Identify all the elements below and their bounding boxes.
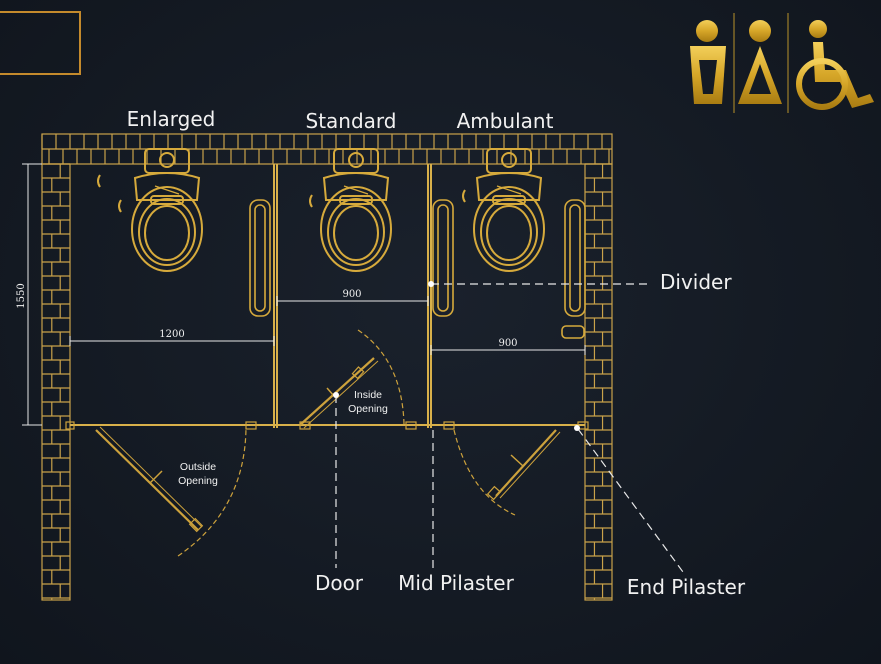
corner-frame [0, 11, 81, 75]
toilet [473, 148, 545, 272]
dimension-standard [276, 296, 429, 306]
note-inside-2: Opening [348, 403, 388, 415]
callout-mid-pilaster: Mid Pilaster [398, 571, 514, 595]
grab-bars [249, 199, 586, 339]
callout-end-pilaster: End Pilaster [627, 575, 746, 599]
note-inside-1: Inside [354, 389, 382, 401]
label-standard: Standard [306, 109, 397, 133]
doors [65, 329, 589, 557]
dim-enlarged-label: 1200 [159, 329, 184, 340]
callout-dots [333, 281, 580, 431]
dimension-enlarged [69, 336, 275, 346]
dimension-ambulant [430, 345, 586, 355]
dim-standard-label: 900 [342, 289, 361, 300]
callout-leaders [335, 283, 684, 573]
note-outside-1: Outside [180, 461, 216, 473]
dimension-height [22, 163, 42, 426]
restroom-icons [690, 13, 874, 113]
toilets [97, 148, 545, 272]
wheelchair-icon [796, 20, 874, 110]
female-toilet-icon [738, 20, 782, 104]
dim-ambulant-label: 900 [498, 338, 517, 349]
male-toilet-icon [690, 20, 726, 104]
label-enlarged: Enlarged [127, 107, 216, 131]
label-ambulant: Ambulant [457, 109, 554, 133]
toilet [131, 148, 203, 272]
toilet [320, 148, 392, 272]
note-outside-2: Opening [178, 475, 218, 487]
callout-divider: Divider [660, 270, 732, 294]
callout-door: Door [315, 571, 364, 595]
dim-height-label: 1550 [16, 283, 27, 308]
